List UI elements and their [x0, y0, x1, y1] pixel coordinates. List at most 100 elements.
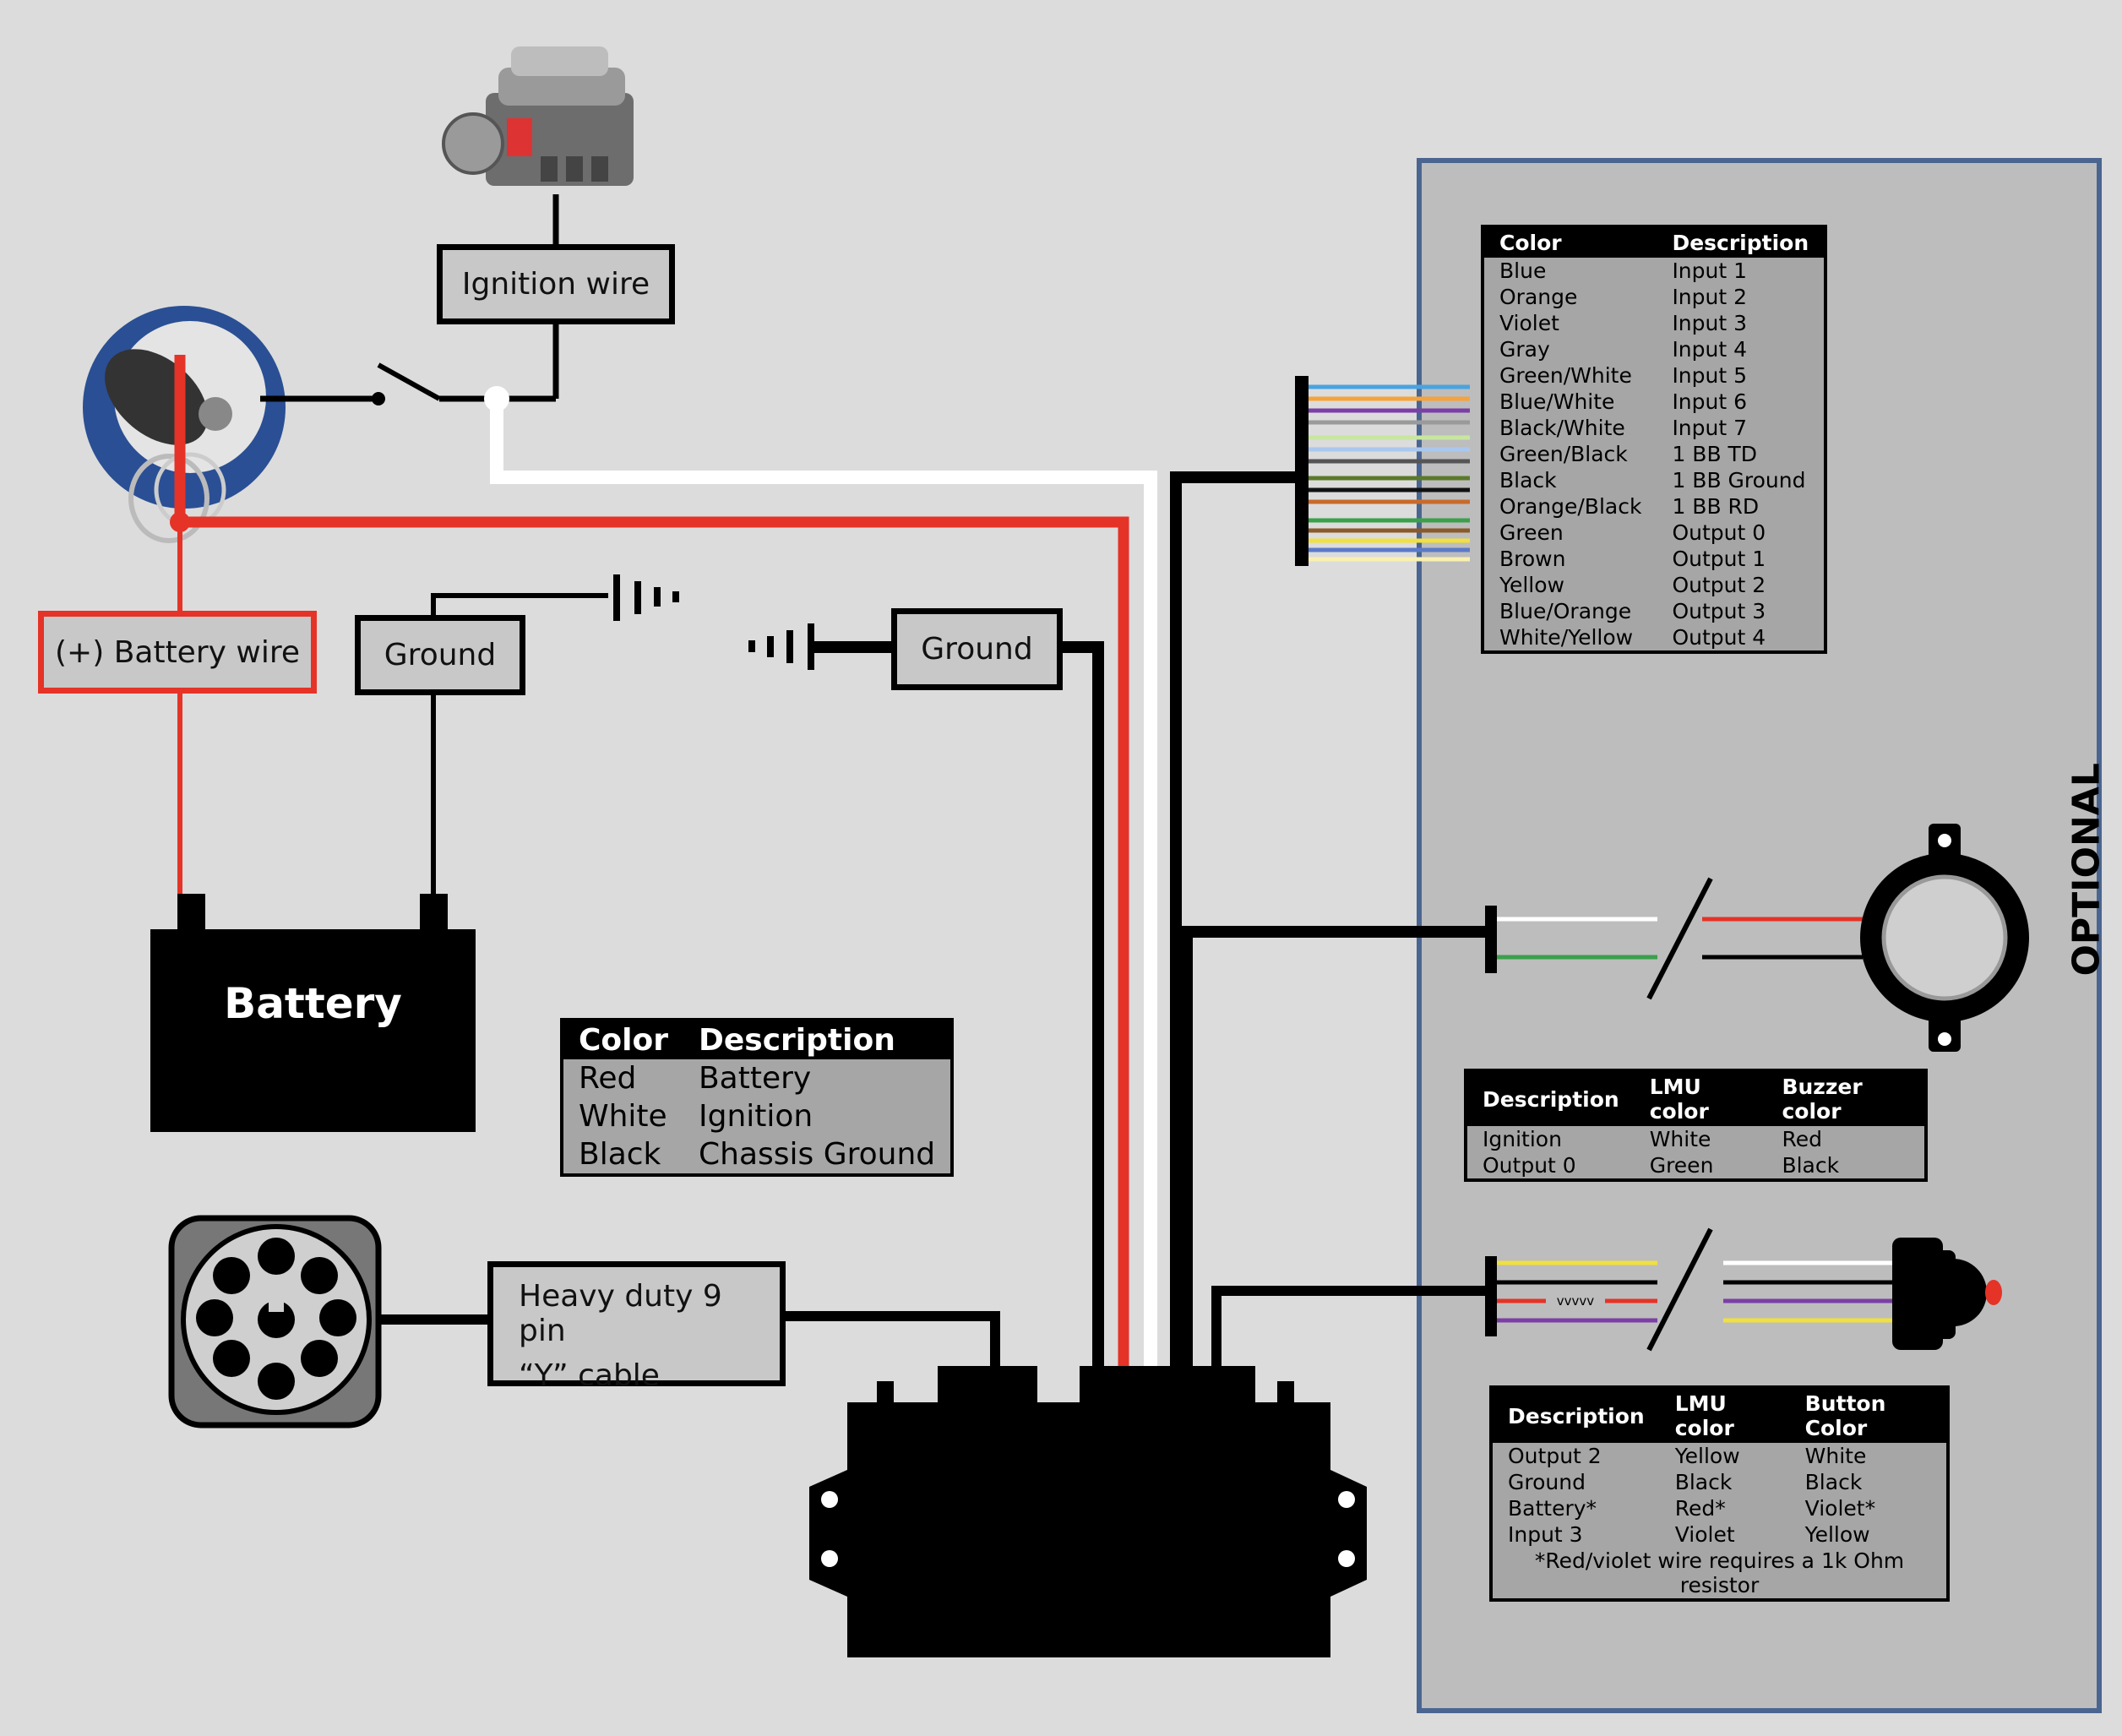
table-cell: Input 6	[1672, 389, 1748, 414]
table-note-row: *Red/violet wire requires a 1k Ohm resis…	[1491, 1548, 1948, 1600]
table-cell: Input 3	[1672, 311, 1748, 335]
y-cable-label: Heavy duty 9 pin “Y” cable	[487, 1261, 786, 1393]
column-header: Color	[1483, 226, 1657, 258]
table-cell: Chassis Ground	[698, 1137, 936, 1172]
column-header: LMU color	[1659, 1387, 1790, 1443]
column-header: Description	[1491, 1387, 1660, 1443]
table-cell: White	[1649, 1127, 1711, 1151]
table-cell: Input 5	[1672, 363, 1748, 388]
table-cell: Yellow	[1499, 573, 1564, 597]
io-harness-connector	[1295, 376, 1470, 566]
buzzer-icon	[1860, 824, 2029, 1052]
table-row: Blue/Orange Output 3	[1483, 598, 1825, 624]
battery-label: Battery	[224, 978, 402, 1028]
table-cell: Violet	[1674, 1522, 1735, 1547]
nine-pin-connector-icon	[168, 1215, 382, 1429]
push-button-icon	[1892, 1238, 2002, 1350]
ground-symbol-left	[613, 574, 679, 621]
table-row: Ignition White Red	[1466, 1126, 1926, 1152]
column-header: LMU color	[1634, 1070, 1767, 1126]
column-header: Description	[1657, 226, 1826, 258]
table-cell: Output 4	[1672, 625, 1766, 650]
table-row: Orange/Black 1 BB RD	[1483, 493, 1825, 520]
ground-label-left: Ground	[355, 615, 525, 695]
table-cell: Black	[1782, 1153, 1840, 1178]
table-cell: White	[1804, 1444, 1867, 1468]
table-cell: Output 3	[1672, 599, 1766, 623]
table-cell: Black	[1674, 1470, 1733, 1494]
table-cell: Output 0	[1483, 1153, 1576, 1178]
table-cell: Orange	[1499, 285, 1578, 309]
column-header: Description	[1466, 1070, 1635, 1126]
column-header: Description	[683, 1020, 953, 1059]
table-cell: Output 2	[1672, 573, 1766, 597]
column-header: Button Color	[1789, 1387, 1948, 1443]
table-cell: Black/White	[1499, 416, 1625, 440]
table-row: Battery* Red* Violet*	[1491, 1495, 1948, 1521]
y-cable-line1: Heavy duty 9 pin	[519, 1279, 722, 1348]
table-cell: 1 BB Ground	[1672, 468, 1806, 493]
table-cell: Green/Black	[1499, 442, 1628, 466]
column-header: Color	[562, 1020, 683, 1059]
table-cell: 1 BB RD	[1672, 494, 1760, 519]
table-row: Violet Input 3	[1483, 310, 1825, 336]
table-cell: Output 2	[1508, 1444, 1602, 1468]
table-cell: Red	[1782, 1127, 1822, 1151]
ignition-wire-label: Ignition wire	[437, 244, 675, 324]
table-cell: Ignition	[1483, 1127, 1562, 1151]
lmu-device-icon	[809, 1366, 1367, 1657]
table-cell: Battery	[698, 1061, 812, 1096]
table-cell: Battery*	[1508, 1496, 1597, 1521]
table-row: Black Chassis Ground	[562, 1135, 952, 1175]
table-cell: Green	[1499, 520, 1564, 545]
table-cell: Black	[579, 1137, 661, 1172]
table-cell: Violet	[1499, 311, 1559, 335]
table-cell: Black	[1499, 468, 1557, 493]
ground-left-text: Ground	[384, 638, 497, 672]
resistor-mark: vvvvv	[1557, 1293, 1595, 1309]
table-note: *Red/violet wire requires a 1k Ohm resis…	[1534, 1548, 1905, 1597]
table-cell: Brown	[1499, 547, 1566, 571]
engine-icon	[442, 46, 634, 186]
table-row: Black/White Input 7	[1483, 415, 1825, 441]
battery-wire-text: (+) Battery wire	[55, 634, 300, 670]
table-cell: Blue/Orange	[1499, 599, 1632, 623]
ground-right-text: Ground	[921, 632, 1033, 667]
table-cell: Input 1	[1672, 258, 1748, 283]
ground-label-right: Ground	[891, 608, 1063, 690]
table-cell: Orange/Black	[1499, 494, 1642, 519]
table-cell: Violet*	[1804, 1496, 1876, 1521]
table-cell: Output 0	[1672, 520, 1766, 545]
table-cell: Blue	[1499, 258, 1547, 283]
table-cell: Input 4	[1672, 337, 1748, 362]
y-cable-line2: “Y” cable	[519, 1358, 660, 1393]
column-header: Buzzer color	[1766, 1070, 1926, 1126]
table-row: Gray Input 4	[1483, 336, 1825, 362]
table-row: White/Yellow Output 4	[1483, 624, 1825, 652]
table-cell: Ground	[1508, 1470, 1586, 1494]
table-cell: Input 7	[1672, 416, 1748, 440]
table-cell: Green	[1649, 1153, 1714, 1178]
ground-symbol-right	[748, 623, 814, 670]
table-row: Blue Input 1	[1483, 258, 1825, 284]
table-cell: Green/White	[1499, 363, 1632, 388]
table-cell: White/Yellow	[1499, 625, 1634, 650]
table-cell: Gray	[1499, 337, 1550, 362]
table-cell: Red*	[1674, 1496, 1726, 1521]
battery-wire-label: (+) Battery wire	[38, 611, 317, 694]
table-row: Green Output 0	[1483, 520, 1825, 546]
